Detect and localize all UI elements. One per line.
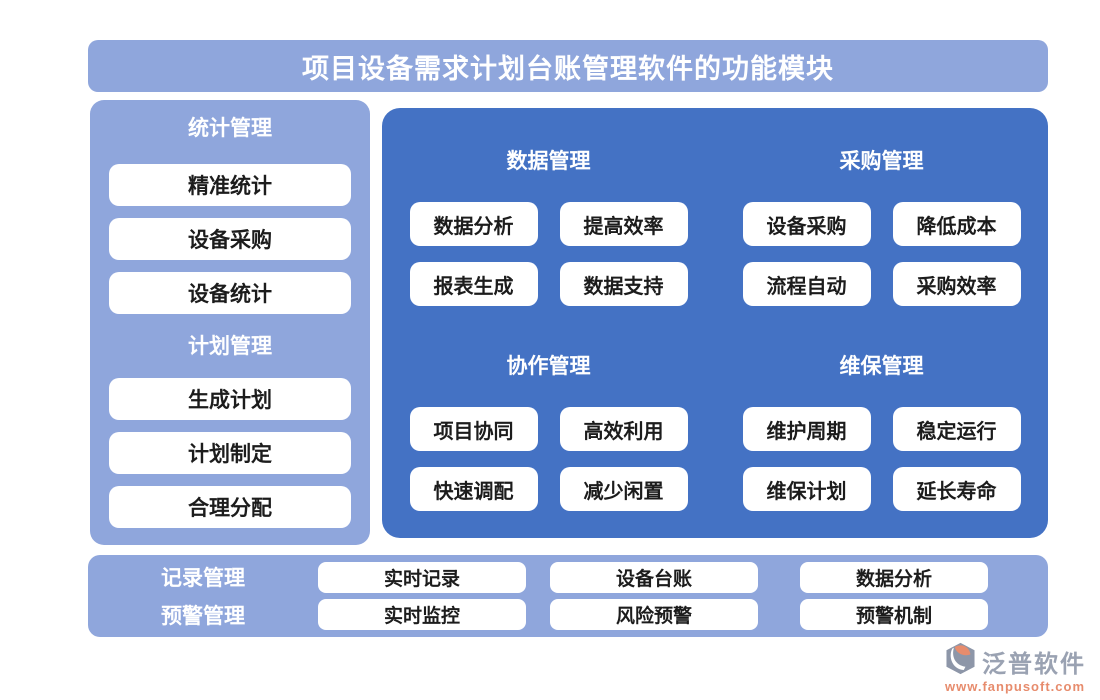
chip-extend-lifespan[interactable]: 延长寿命 xyxy=(892,467,1021,511)
row-label-record: 记录管理 xyxy=(161,567,245,591)
sidebar-item-plan-making[interactable]: 计划制定 xyxy=(109,432,351,474)
chip-efficient-utilization[interactable]: 高效利用 xyxy=(559,407,688,451)
group-maintenance-management: 维保管理 维护周期 稳定运行 维保计划 延长寿命 xyxy=(715,321,1048,526)
record-management-row: 记录管理 实时记录 设备台账 数据分析 xyxy=(88,561,1048,593)
group-title-procurement: 采购管理 xyxy=(839,150,924,173)
chip-project-collaboration[interactable]: 项目协同 xyxy=(409,407,538,451)
chip-purchase-efficiency[interactable]: 采购效率 xyxy=(892,262,1021,306)
title-bar: 项目设备需求计划台账管理软件的功能模块 xyxy=(88,40,1048,92)
group-grid-procurement: 设备采购 降低成本 流程自动 采购效率 xyxy=(742,202,1021,306)
group-procurement-management: 采购管理 设备采购 降低成本 流程自动 采购效率 xyxy=(715,116,1048,321)
chip-warning-mechanism[interactable]: 预警机制 xyxy=(800,599,988,631)
chip-data-support[interactable]: 数据支持 xyxy=(559,262,688,306)
chip-equipment-purchase[interactable]: 设备采购 xyxy=(742,202,871,246)
brand-url-link[interactable]: www.fanpusoft.com xyxy=(944,679,1086,694)
group-title-data: 数据管理 xyxy=(506,150,591,173)
sidebar-item-rational-allocation[interactable]: 合理分配 xyxy=(109,486,351,528)
sidebar-section-title-stats: 统计管理 xyxy=(188,117,272,140)
row-label-warning: 预警管理 xyxy=(161,604,245,628)
group-grid-maintenance: 维护周期 稳定运行 维保计划 延长寿命 xyxy=(742,407,1021,511)
group-data-management: 数据管理 数据分析 提高效率 报表生成 数据支持 xyxy=(382,116,715,321)
chip-improve-efficiency[interactable]: 提高效率 xyxy=(559,202,688,246)
chip-risk-warning[interactable]: 风险预警 xyxy=(550,599,758,631)
group-grid-data: 数据分析 提高效率 报表生成 数据支持 xyxy=(409,202,688,306)
group-title-maintenance: 维保管理 xyxy=(839,355,924,378)
sidebar-item-accurate-stats[interactable]: 精准统计 xyxy=(109,164,351,206)
sidebar-item-generate-plan[interactable]: 生成计划 xyxy=(109,378,351,420)
chip-equipment-ledger[interactable]: 设备台账 xyxy=(550,561,758,593)
chip-reduce-idle[interactable]: 减少闲置 xyxy=(559,467,688,511)
sidebar-item-equipment-stats[interactable]: 设备统计 xyxy=(109,272,351,314)
group-collaboration-management: 协作管理 项目协同 高效利用 快速调配 减少闲置 xyxy=(382,321,715,526)
group-grid-collaboration: 项目协同 高效利用 快速调配 减少闲置 xyxy=(409,407,688,511)
chip-maintenance-plan[interactable]: 维保计划 xyxy=(742,467,871,511)
chip-data-analysis-bottom[interactable]: 数据分析 xyxy=(800,561,988,593)
chip-realtime-record[interactable]: 实时记录 xyxy=(318,561,526,593)
module-panel: 数据管理 数据分析 提高效率 报表生成 数据支持 采购管理 设备采购 降低成本 … xyxy=(382,108,1048,538)
fanpu-logo-icon xyxy=(944,642,977,680)
sidebar-item-equipment-purchase[interactable]: 设备采购 xyxy=(109,218,351,260)
brand-row: 泛普软件 xyxy=(944,642,1086,680)
chip-maintenance-cycle[interactable]: 维护周期 xyxy=(742,407,871,451)
page-title: 项目设备需求计划台账管理软件的功能模块 xyxy=(302,53,834,84)
bottom-bar: 记录管理 实时记录 设备台账 数据分析 预警管理 实时监控 风险预警 预警机制 xyxy=(88,555,1048,637)
chip-process-automation[interactable]: 流程自动 xyxy=(742,262,871,306)
sidebar: 统计管理 精准统计 设备采购 设备统计 计划管理 生成计划 计划制定 合理分配 xyxy=(90,100,370,545)
brand-name: 泛普软件 xyxy=(982,650,1086,678)
group-title-collaboration: 协作管理 xyxy=(506,355,591,378)
chip-report-generation[interactable]: 报表生成 xyxy=(409,262,538,306)
sidebar-section-title-plan: 计划管理 xyxy=(188,335,272,358)
warning-management-row: 预警管理 实时监控 风险预警 预警机制 xyxy=(88,599,1048,631)
brand-footer: 泛普软件 www.fanpusoft.com xyxy=(944,642,1086,694)
chip-data-analysis[interactable]: 数据分析 xyxy=(409,202,538,246)
chip-realtime-monitoring[interactable]: 实时监控 xyxy=(318,599,526,631)
chip-stable-operation[interactable]: 稳定运行 xyxy=(892,407,1021,451)
chip-cost-reduction[interactable]: 降低成本 xyxy=(892,202,1021,246)
chip-rapid-deployment[interactable]: 快速调配 xyxy=(409,467,538,511)
